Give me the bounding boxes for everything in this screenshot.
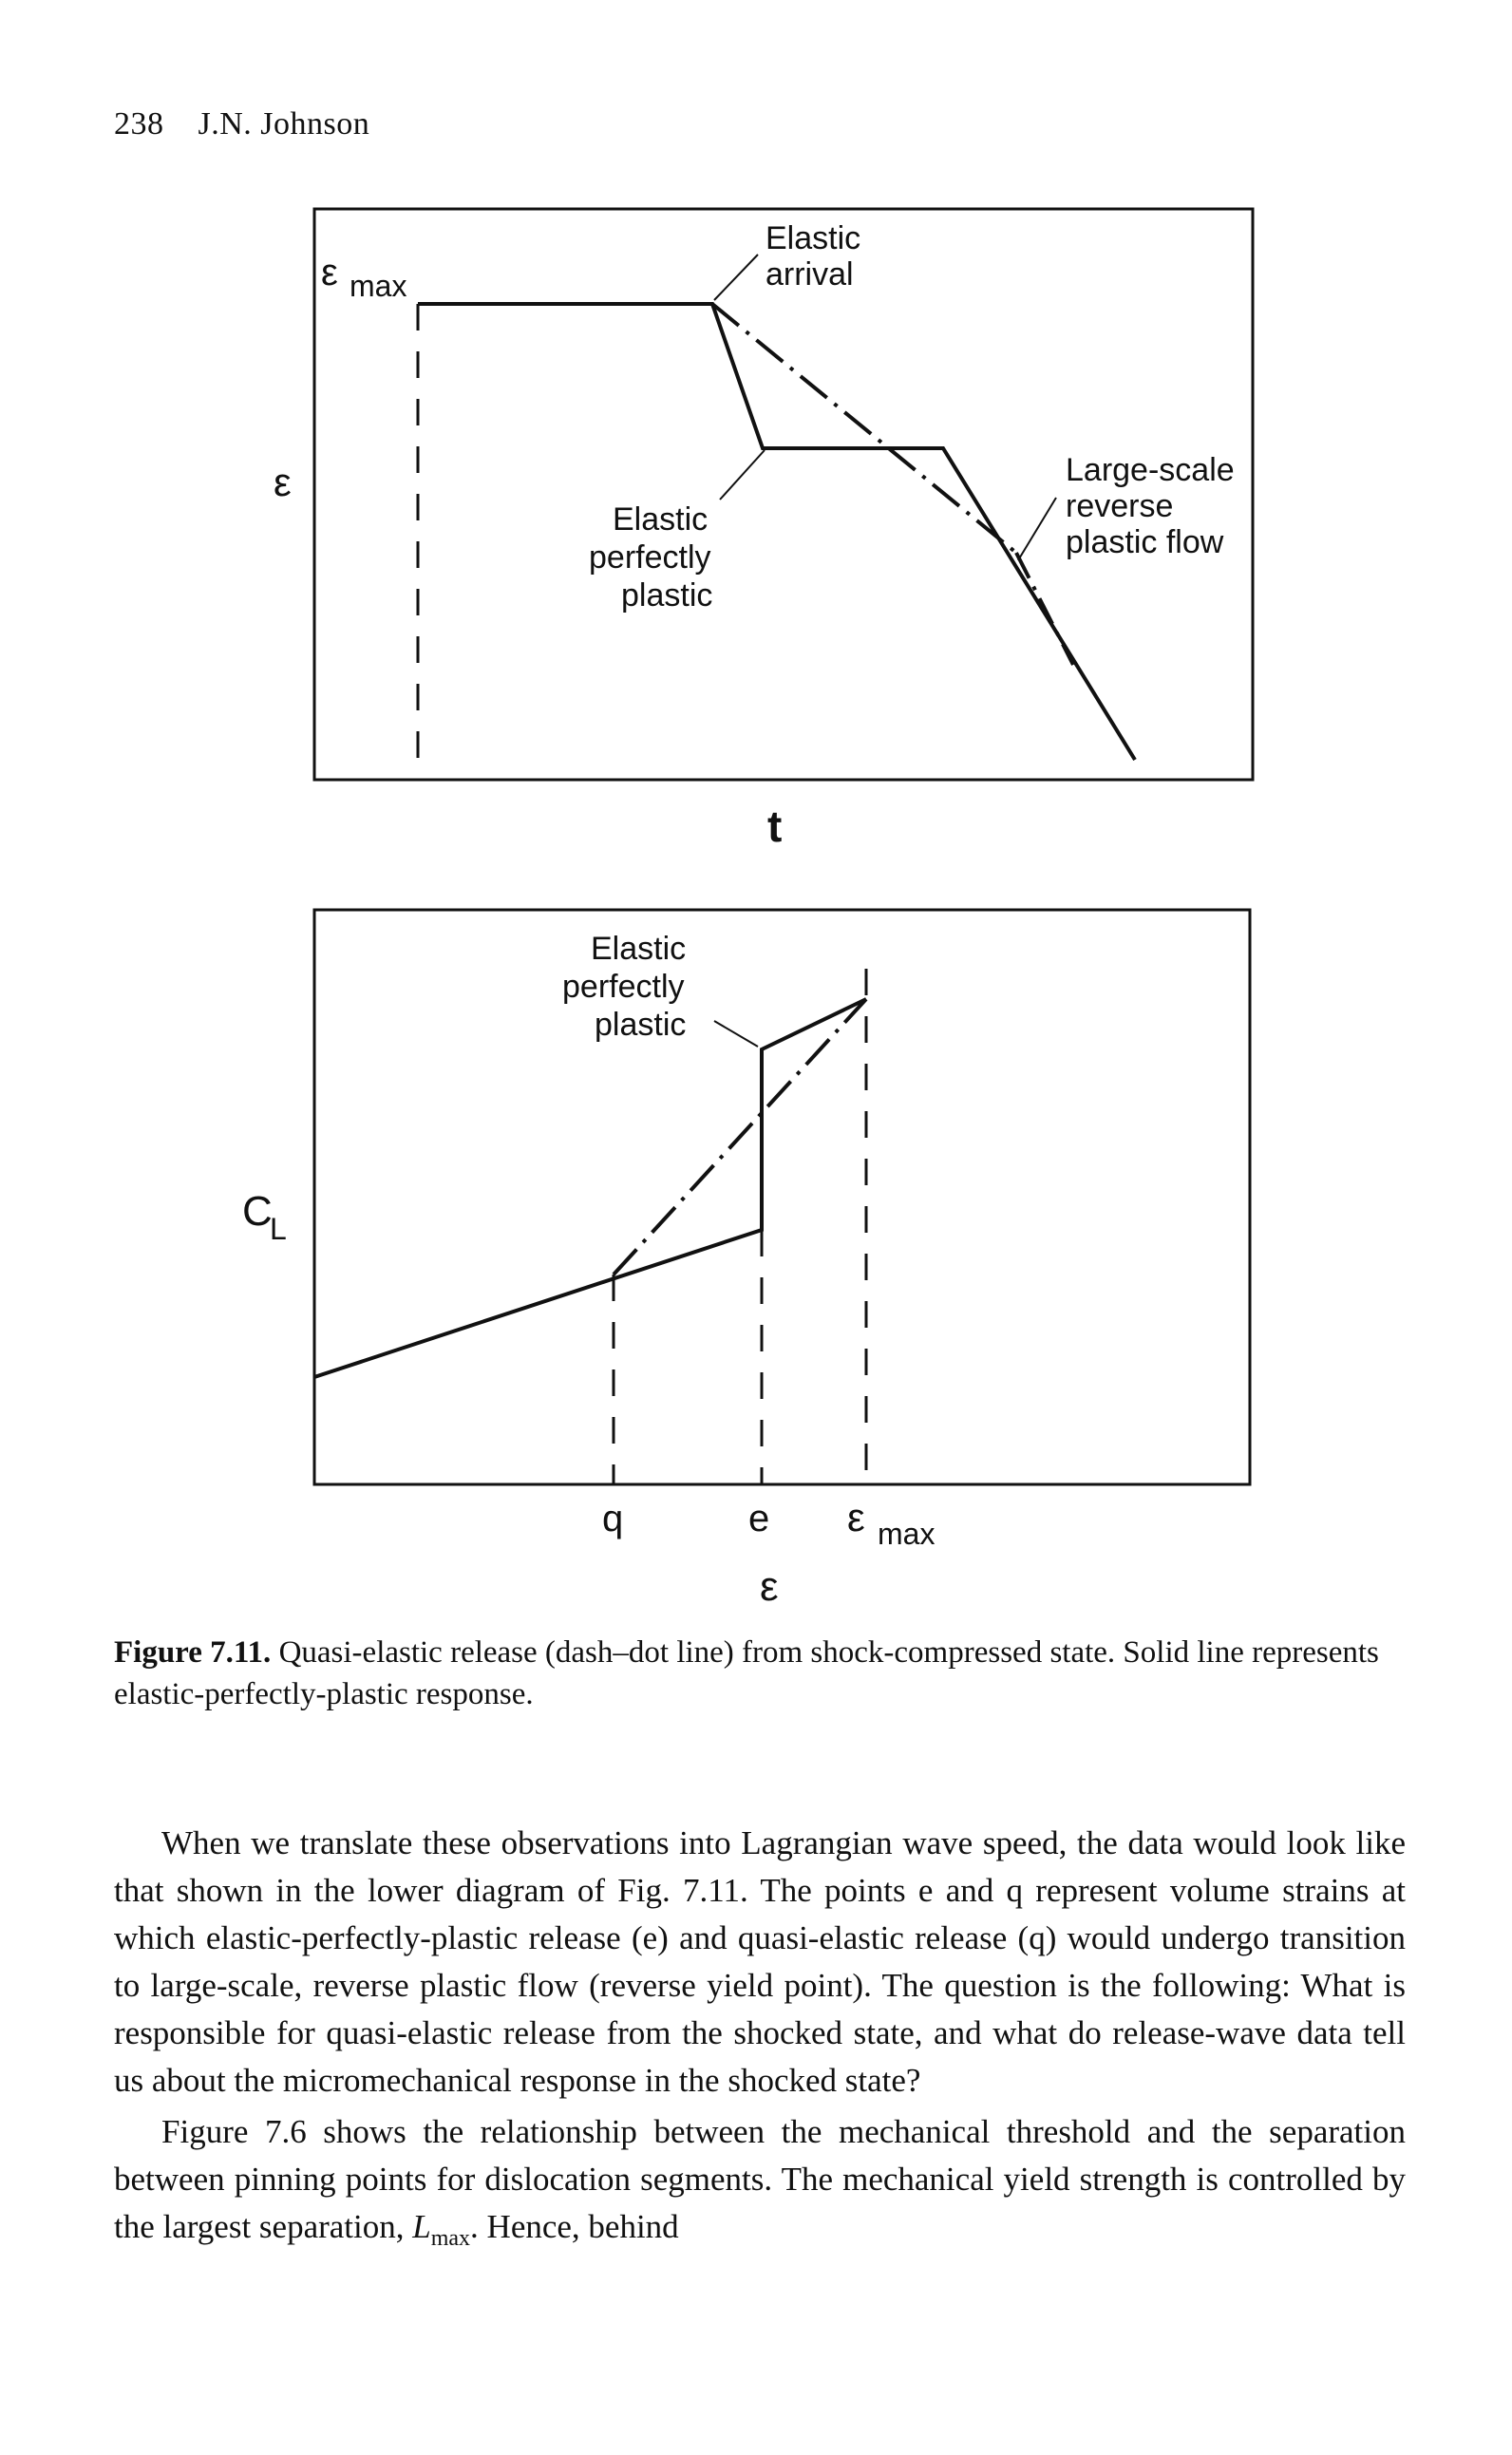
top-emax-sub: max [350,269,406,303]
page-number: 238 [114,106,164,142]
label-epp-bottom-2: perfectly [562,969,685,1005]
bottom-y-axis-label: C [242,1188,273,1235]
label-epp-bottom-1: Elastic [591,931,686,967]
top-x-axis-label: t [767,802,782,851]
body-text: When we translate these observations int… [114,1820,1406,2262]
bottom-diagram: Elastic perfectly plastic C L q e ε max … [242,908,1252,1610]
top-plot-frame [312,207,1255,782]
figure-caption: Figure 7.11. Quasi-elastic release (dash… [114,1632,1406,1715]
paragraph-2-end: . Hence, behind [470,2208,679,2245]
leader-epp-top [719,449,765,500]
label-epp-top-2: perfectly [589,539,711,576]
label-reverse-flow-3: plastic flow [1066,524,1224,560]
caption-label: Figure 7.11. [114,1635,272,1670]
label-reverse-flow-2: reverse [1066,488,1173,524]
leader-epp-bottom [713,1020,759,1048]
author-name: J.N. Johnson [198,106,370,142]
tick-label-e: e [748,1498,769,1539]
label-epp-top-1: Elastic [613,501,708,538]
label-elastic-arrival-2: arrival [765,256,854,293]
top-emax-symbol: ε [321,252,338,293]
bottom-y-axis-sub: L [270,1212,287,1246]
paragraph-2: Figure 7.6 shows the relationship betwee… [114,2108,1406,2262]
bottom-x-axis-label: ε [760,1563,779,1610]
top-epp-solid-line [418,302,1137,762]
top-y-axis-label: ε [274,460,292,504]
leader-reverse-flow [1017,497,1057,561]
leader-elastic-arrival [713,254,759,301]
tick-label-q: q [602,1498,623,1539]
label-elastic-arrival-1: Elastic [765,220,860,256]
paragraph-2-start: Figure 7.6 shows the relationship betwee… [114,2113,1406,2245]
figure-7-11: ε max ε t Elastic arrival Elastic perfec… [242,207,1255,1610]
bottom-quasi-elastic-dashdot-line [612,997,868,1276]
running-header: 238 J.N. Johnson [114,106,369,142]
tick-label-emax-sub: max [878,1517,935,1551]
tick-label-emax-symbol: ε [847,1495,865,1539]
bottom-epp-solid-line [313,997,867,1379]
top-quasi-elastic-dashdot-line [710,302,1018,555]
top-quasi-elastic-tail [1014,552,1075,666]
bottom-plot-frame [312,908,1252,1486]
label-epp-top-3: plastic [621,577,712,614]
label-reverse-flow-1: Large-scale [1066,452,1235,488]
label-epp-bottom-3: plastic [595,1007,686,1043]
caption-text: Quasi-elastic release (dash–dot line) fr… [114,1635,1379,1711]
symbol-l-max: Lmax [412,2208,471,2251]
top-diagram: ε max ε t Elastic arrival Elastic perfec… [274,207,1255,851]
paragraph-1: When we translate these observations int… [114,1824,1406,2099]
